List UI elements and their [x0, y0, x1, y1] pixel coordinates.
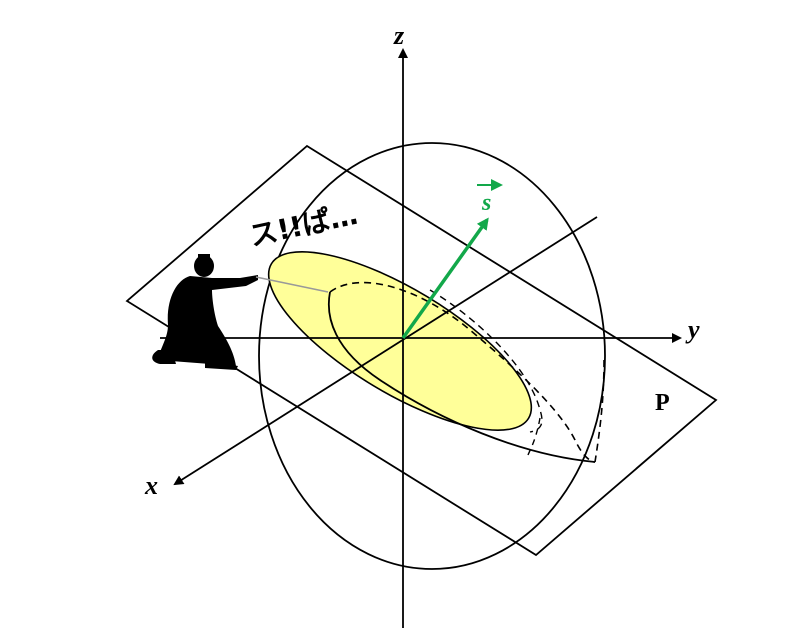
- y-axis-label: y: [685, 315, 700, 344]
- right-edge-dashed: [594, 359, 605, 463]
- x-axis-label: x: [144, 471, 158, 500]
- samurai-silhouette-icon: [152, 254, 258, 370]
- x-axis: [173, 216, 598, 486]
- sword: [255, 276, 329, 293]
- intersection-curve-dashed: [329, 281, 596, 463]
- vector-label: s: [481, 190, 491, 216]
- plane-p: [125, 144, 718, 557]
- z-axis-label: z: [393, 21, 405, 50]
- section-curve-dashed: [429, 289, 543, 433]
- intersection-curve-solid: [327, 291, 596, 463]
- plane-label: P: [655, 390, 670, 416]
- vector-s: [401, 217, 489, 340]
- lower-dashed: [527, 417, 541, 456]
- handwriting-text: ス!!ぱ…: [247, 198, 361, 253]
- vertical-ellipse: [258, 142, 606, 570]
